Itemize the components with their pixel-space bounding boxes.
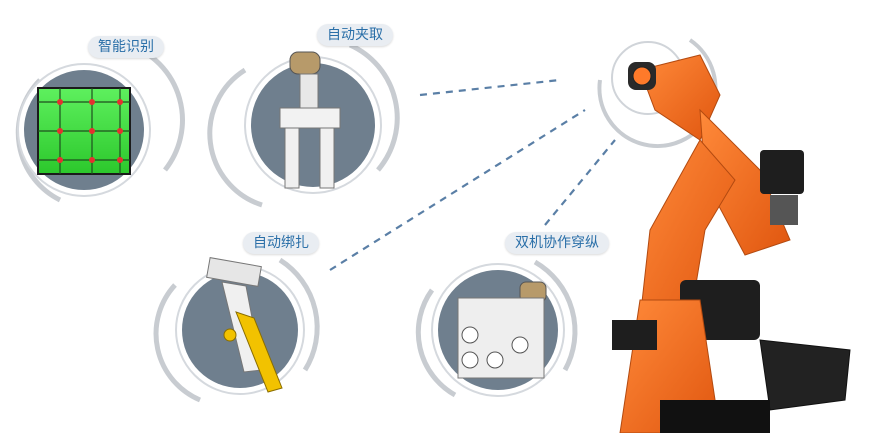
connector-dual — [544, 139, 616, 226]
feature-label-recognition: 智能识别 — [88, 36, 164, 58]
feature-label-binding: 自动绑扎 — [243, 232, 319, 254]
grid-camera-icon — [37, 87, 131, 175]
feature-circle-dual — [415, 259, 578, 398]
gripper-icon — [279, 51, 341, 189]
feature-circle-clamping — [207, 42, 400, 208]
binding-tool-icon — [206, 257, 283, 393]
feature-label-dual: 双机协作穿纵 — [505, 232, 609, 254]
connector-clamping — [419, 78, 561, 97]
connector-lines — [329, 78, 616, 271]
feature-circle-recognition — [15, 42, 185, 203]
dual-machine-icon — [457, 281, 547, 379]
feature-label-clamping: 自动夹取 — [317, 24, 393, 46]
feature-circle-binding — [153, 257, 320, 403]
robot-arm-image — [597, 38, 851, 433]
connector-binding — [329, 109, 586, 271]
